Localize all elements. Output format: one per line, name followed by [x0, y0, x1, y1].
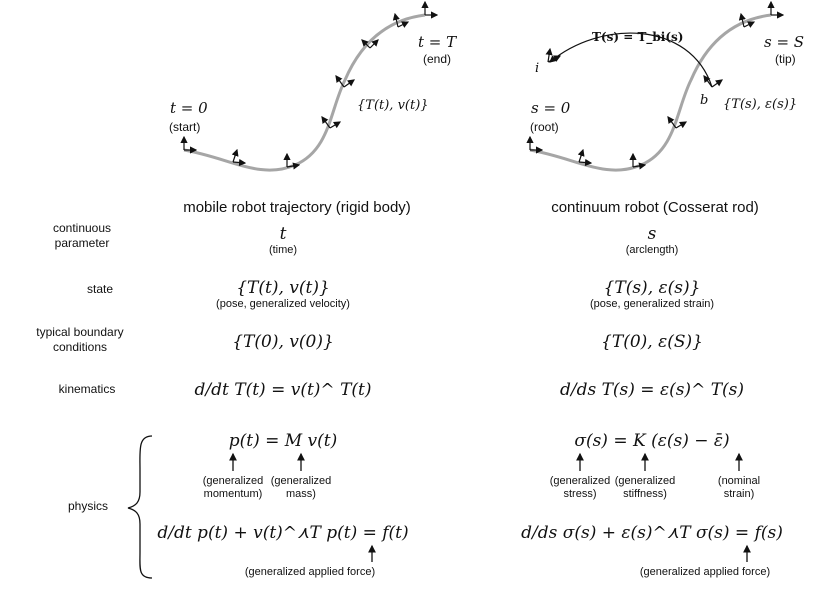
end-label: (end): [423, 52, 451, 66]
left-trajectory-figure: t = 0 (start) t = T (end) {T(t), v(t)} m…: [169, 0, 457, 216]
state-left: {T(t), v(t)}: [236, 278, 330, 298]
row-label-kinematics: kinematics: [59, 382, 116, 396]
rod-frame-axes: [526, 0, 785, 170]
note-stress-1: (generalized: [550, 475, 611, 487]
note-nominal-1: (nominal: [718, 475, 760, 487]
point-i: i: [535, 61, 539, 76]
row-label-param-1: continuous: [53, 221, 111, 235]
tip-label: (tip): [775, 52, 796, 66]
row-label-physics: physics: [68, 499, 108, 513]
phys1-left: p(t) = M v(t): [229, 431, 338, 451]
phys2-right-note: (generalized applied force): [640, 566, 770, 578]
physics-brace: [127, 435, 153, 579]
right-title: continuum robot (Cosserat rod): [551, 199, 759, 216]
transform-arc: [549, 32, 713, 88]
note-stiffness-1: (generalized: [615, 475, 676, 487]
right-rod-figure: T(s) = T_bi(s) i b {T(s), ε(s)} s = 0 (r…: [526, 0, 804, 216]
row-label-bc-1: typical boundary: [36, 325, 123, 339]
bc-left: {T(0), v(0)}: [232, 332, 334, 352]
param-left-note: (time): [269, 244, 297, 256]
phys2-left-note: (generalized applied force): [245, 566, 375, 578]
note-mass-1: (generalized: [271, 475, 332, 487]
kin-left: d/dt T(t) = v(t)^ T(t): [195, 380, 372, 400]
right-equations: s (arclength) {T(s), ε(s)} (pose, genera…: [521, 224, 783, 578]
start-param: t = 0: [170, 99, 208, 117]
left-frame-label: {T(t), v(t)}: [357, 98, 429, 113]
phys1-right: σ(s) = K (ε(s) − ε̄): [574, 431, 729, 451]
point-b: b: [700, 93, 708, 108]
left-equations: t (time) {T(t), v(t)} (pose, generalized…: [157, 224, 408, 578]
phys2-right: d/ds σ(s) + ε(s)^⋏T σ(s) = f(s): [521, 523, 783, 543]
transform-label: T(s) = T_bi(s): [592, 30, 683, 45]
note-momentum-1: (generalized: [203, 475, 264, 487]
row-label-state: state: [87, 282, 113, 296]
param-right-note: (arclength): [626, 244, 679, 256]
start-label: (start): [169, 120, 200, 134]
bc-right: {T(0), ε(S)}: [601, 332, 703, 352]
kin-right: d/ds T(s) = ε(s)^ T(s): [560, 380, 744, 400]
left-title: mobile robot trajectory (rigid body): [183, 199, 411, 216]
note-mass-2: mass): [286, 488, 316, 500]
param-right: s: [648, 224, 657, 244]
row-label-param-2: parameter: [55, 236, 110, 250]
root-label: (root): [530, 120, 559, 134]
end-param: t = T: [418, 33, 457, 51]
note-stress-2: stress): [564, 488, 597, 500]
phys2-left: d/dt p(t) + v(t)^⋏T p(t) = f(t): [157, 523, 408, 543]
frame-axes: [180, 0, 439, 170]
right-frame-label: {T(s), ε(s)}: [723, 97, 797, 112]
tip-param: s = S: [764, 33, 804, 51]
state-right: {T(s), ε(s)}: [604, 278, 701, 298]
note-momentum-2: momentum): [204, 488, 263, 500]
state-right-note: (pose, generalized strain): [590, 298, 714, 310]
root-param: s = 0: [531, 99, 571, 117]
row-labels: continuous parameter state typical bound…: [36, 221, 123, 513]
row-label-bc-2: conditions: [53, 340, 107, 354]
state-left-note: (pose, generalized velocity): [216, 298, 350, 310]
note-nominal-2: strain): [724, 488, 755, 500]
param-left: t: [280, 224, 287, 244]
note-stiffness-2: stiffness): [623, 488, 667, 500]
trajectory-curve: [183, 13, 426, 172]
